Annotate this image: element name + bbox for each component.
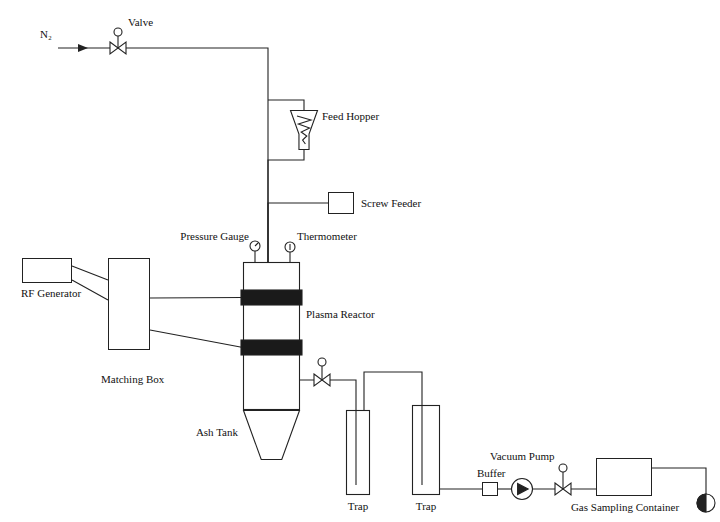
pump-rotor: [518, 484, 529, 495]
gas-sampling-container: Gas Sampling Container: [596, 458, 652, 496]
ash-tank-outline: [243, 410, 300, 460]
trap-vessel: [413, 406, 440, 495]
equipment-label: Trap: [348, 500, 368, 512]
thermometer-mark: [289, 244, 290, 250]
hopper-body: [291, 111, 318, 150]
gauge-needle: [255, 243, 258, 246]
hopper-feed-line: [268, 100, 304, 110]
gauge-dial: [250, 241, 260, 251]
rf-coil-band: [241, 290, 302, 305]
valve-stem: [117, 36, 118, 48]
rf-coil-band: [241, 340, 302, 355]
valve-stem: [321, 366, 322, 380]
equipment-label: Screw Feeder: [361, 197, 421, 209]
trap: Trap: [346, 410, 370, 495]
feed-hopper-shape: [291, 111, 318, 150]
valve-gauge: [318, 358, 326, 366]
equipment-label: Vacuum Pump: [490, 450, 554, 462]
pipe-connector: [268, 150, 304, 262]
reactor-body: [244, 263, 300, 410]
pipe-connector: [150, 298, 243, 348]
part-label: Pressure Gauge: [180, 230, 249, 242]
gas-label: N₂: [40, 28, 52, 40]
trap-vessel: [347, 411, 370, 495]
plasma-reactor-shape: [241, 263, 302, 410]
trap-outline: [346, 410, 370, 495]
pump-casing: [512, 479, 533, 500]
valve-symbol: [314, 358, 330, 386]
flow-arrow: [78, 44, 88, 52]
feed-hopper: Feed Hopper: [290, 110, 318, 150]
pressure-gauge-symbol: [250, 241, 260, 262]
meter-body: [697, 494, 715, 512]
pipe-connector: [364, 372, 422, 410]
dip-tube: [355, 410, 356, 485]
valve-symbol: [110, 28, 126, 54]
plasma-reactor: Plasma Reactor: [243, 262, 300, 410]
plasma-reactor-outline: [243, 262, 300, 410]
ash-tank-shape: [244, 411, 300, 460]
equipment-label: Buffer: [477, 467, 506, 479]
vacuum-pump-shape: [512, 479, 533, 500]
part-label: Valve: [128, 16, 153, 28]
feed-hopper-outline: [290, 110, 318, 150]
matching-box: Matching Box: [108, 258, 150, 350]
buffer: Buffer: [482, 482, 498, 496]
equipment-label: Trap: [416, 500, 436, 512]
valve-gauge: [559, 464, 567, 472]
flow-meter-symbol: [697, 494, 715, 512]
meter-fill: [697, 494, 706, 512]
outlet-line: [652, 468, 706, 494]
rf-generator: RF Generator: [22, 258, 72, 283]
equipment-label: Gas Sampling Container: [571, 501, 679, 513]
equipment-label: Ash Tank: [196, 426, 238, 438]
vacuum-pump-outline: [511, 478, 533, 500]
vacuum-pump: Vacuum Pump: [511, 478, 533, 500]
screw-coil: [297, 116, 311, 144]
valve-stem: [562, 472, 563, 489]
thermometer-dial: [285, 242, 295, 252]
gauge-stem: [254, 251, 255, 262]
valve-actuator: [114, 28, 122, 36]
pipe-connector: [440, 488, 482, 489]
part-label: Thermometer: [297, 230, 357, 242]
trap-shape: [347, 410, 370, 495]
equipment-label: Plasma Reactor: [306, 308, 375, 320]
dip-tube: [421, 405, 422, 485]
screw-feeder: Screw Feeder: [328, 192, 354, 214]
pipe-connector: [498, 488, 511, 489]
equipment-label: RF Generator: [21, 287, 81, 299]
trap-shape: [413, 405, 440, 495]
trap-outline: [412, 405, 440, 495]
ash-tank: Ash Tank: [243, 410, 300, 460]
equipment-label: Matching Box: [101, 373, 164, 385]
ash-cone: [244, 411, 300, 460]
trap: Trap: [412, 405, 440, 495]
valve-symbol: [555, 464, 571, 495]
nitrogen-line: [58, 48, 268, 262]
equipment-label: Feed Hopper: [322, 110, 379, 122]
thermometer-symbol: [285, 242, 295, 262]
thermometer-stem: [289, 252, 290, 262]
